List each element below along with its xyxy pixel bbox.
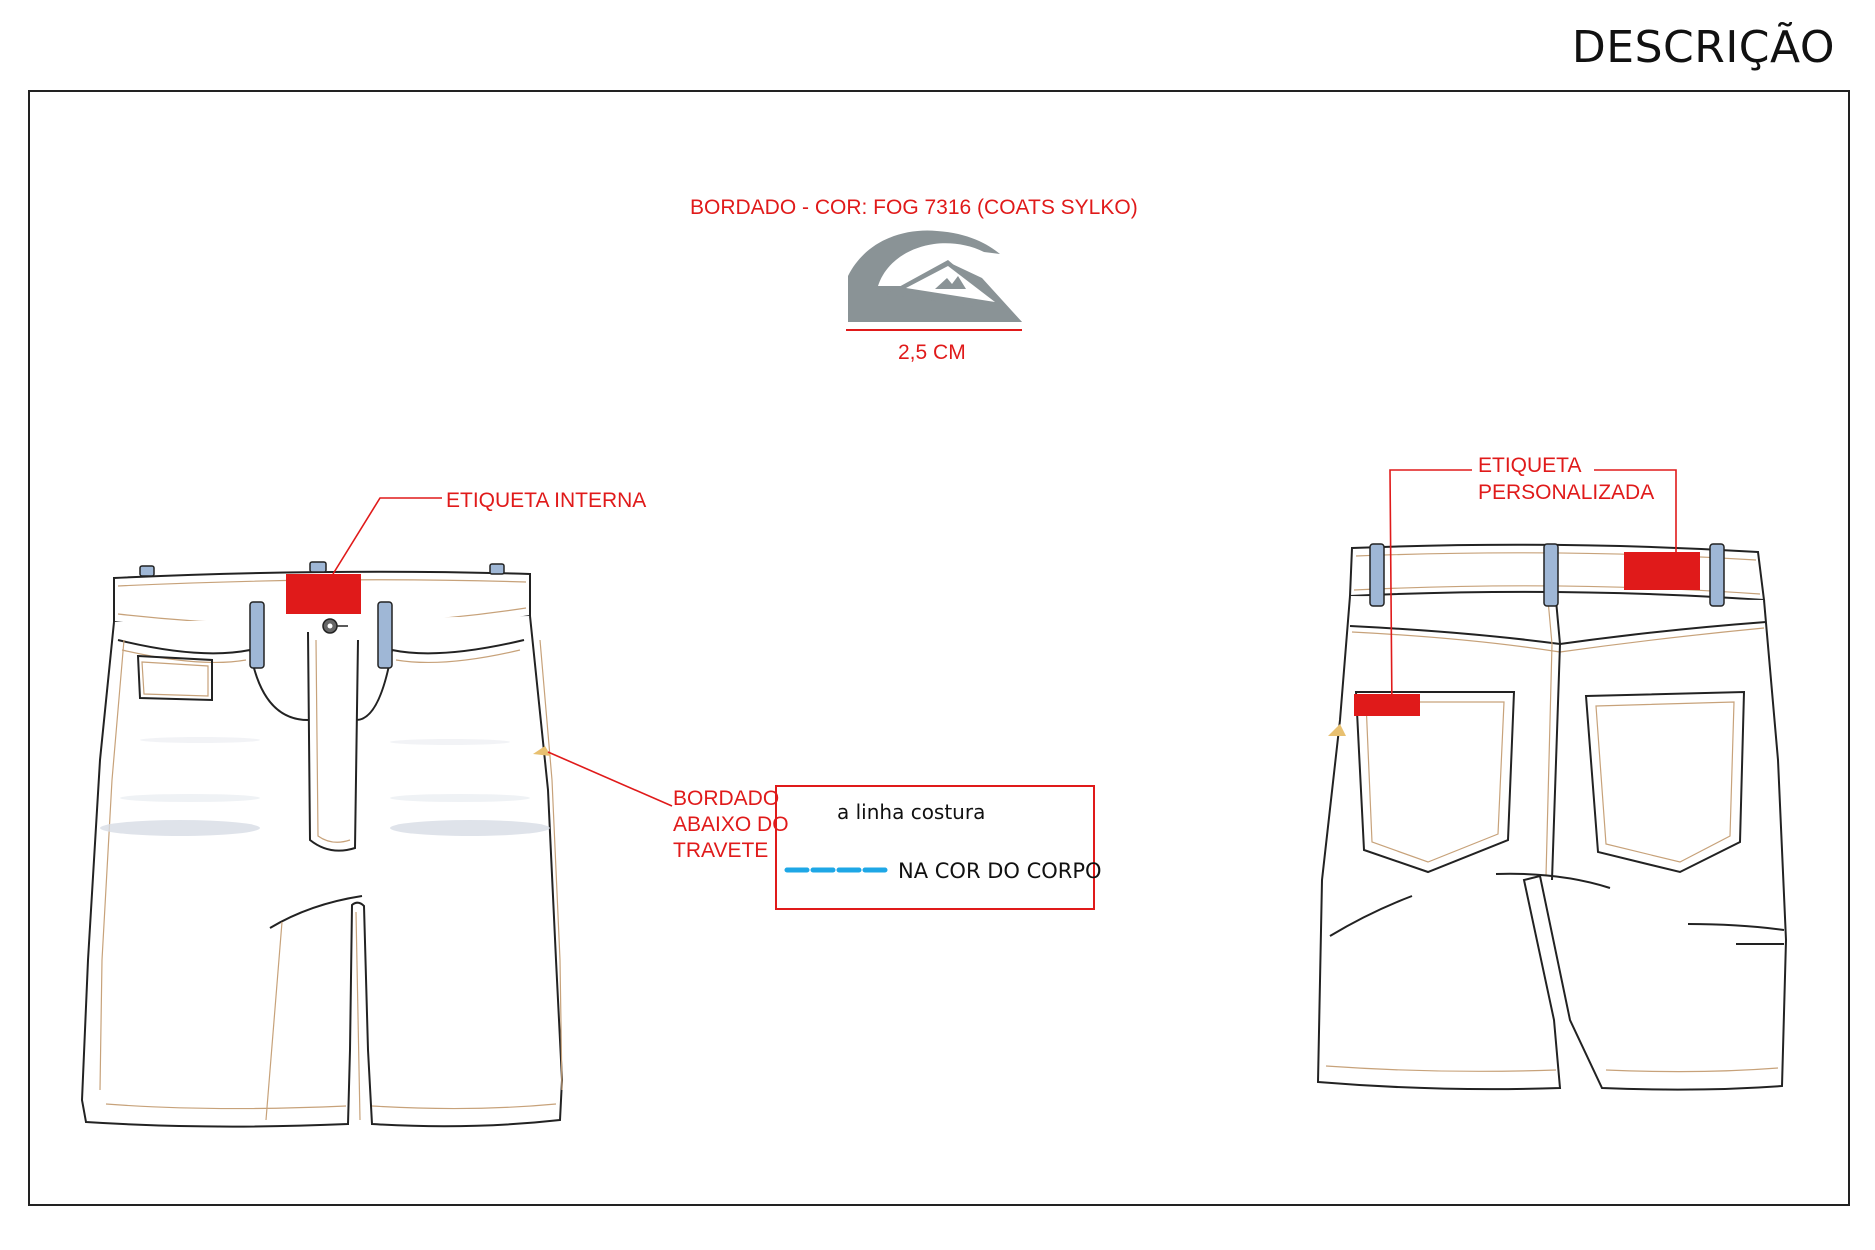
front-shorts bbox=[80, 570, 564, 1128]
back-belt-loops bbox=[1369, 543, 1725, 607]
drawing-frame bbox=[28, 90, 1850, 1206]
embroidery-size-label: 2,5 CM bbox=[898, 341, 966, 364]
inner-label-callout: ETIQUETA INTERNA bbox=[446, 489, 647, 512]
embroidery-mark-back bbox=[1328, 724, 1346, 736]
inner-label-marker bbox=[286, 574, 361, 614]
brand-logo-icon bbox=[848, 230, 1022, 322]
custom-label-marker-waist bbox=[1624, 552, 1700, 590]
button-icon bbox=[322, 618, 348, 634]
custom-label-callout: ETIQUETA PERSONALIZADA bbox=[1478, 454, 1655, 504]
stitch-legend-box bbox=[775, 785, 1095, 910]
back-shorts bbox=[1316, 543, 1788, 1091]
legend-line-text: a linha costura bbox=[837, 800, 986, 824]
front-belt-loops bbox=[139, 561, 505, 669]
embroidery-mark-front bbox=[533, 746, 551, 756]
legend-stitch-text: NA COR DO CORPO bbox=[898, 859, 1102, 883]
embroidery-color-label: BORDADO - COR: FOG 7316 (COATS SYLKO) bbox=[690, 196, 1138, 219]
below-bartack-callout: BORDADO ABAIXO DO TRAVETE bbox=[673, 787, 789, 862]
page-title: DESCRIÇÃO bbox=[1571, 22, 1835, 73]
front-wash bbox=[100, 737, 550, 836]
custom-label-marker-pocket bbox=[1354, 694, 1420, 716]
